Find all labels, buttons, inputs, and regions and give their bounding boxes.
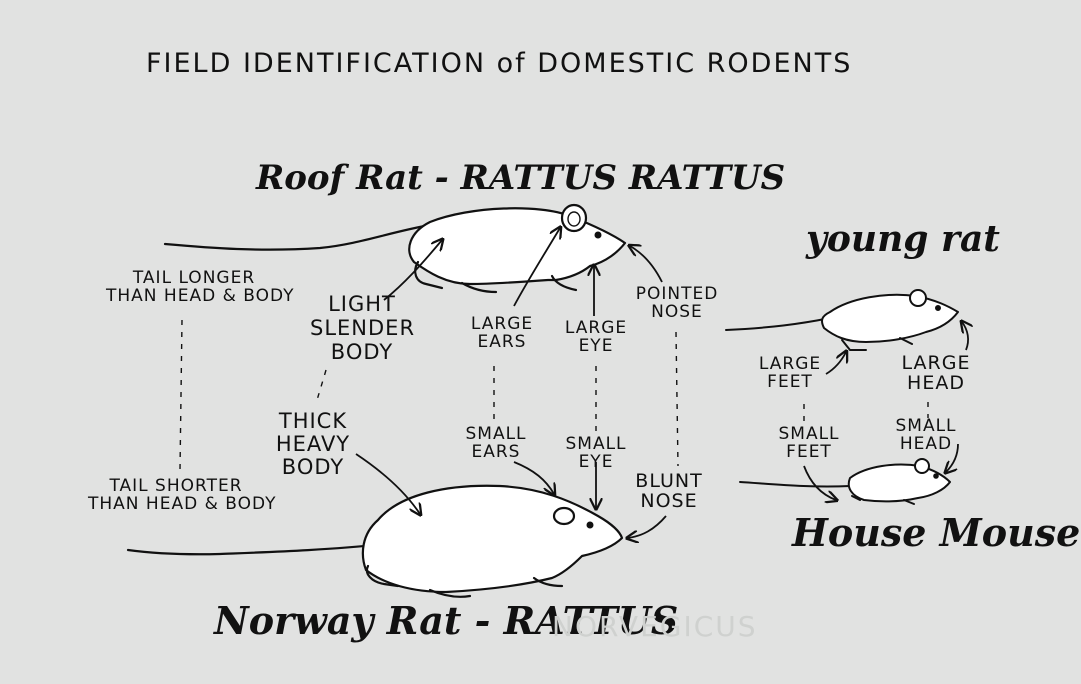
norway-rat-body	[361, 484, 624, 594]
label-pointed-nose: POINTED NOSE	[635, 284, 719, 322]
roof-rat-heading: Roof Rat - RATTUS RATTUS	[256, 158, 786, 198]
norway-rat-ear	[552, 506, 576, 526]
young-rat-body	[821, 293, 959, 343]
label-tail-longer: TAIL LONGER THAN HEAD & BODY	[106, 268, 295, 306]
young-rat-drawing	[725, 289, 959, 351]
house-mouse-body	[847, 463, 951, 503]
label-large-head: LARGE HEAD	[901, 352, 971, 394]
label-large-ears: LARGE EARS	[470, 314, 534, 352]
label-small-feet: SMALL FEET	[778, 424, 840, 462]
roof-rat-eye	[594, 231, 602, 239]
roof-rat-body	[408, 207, 627, 286]
annotation-arrows	[355, 228, 968, 538]
young-rat-heading: young rat	[806, 218, 1000, 260]
label-large-feet: LARGE FEET	[758, 354, 822, 392]
label-light-slender-body: LIGHT SLENDER BODY	[310, 292, 416, 365]
roof-rat-ear	[560, 203, 588, 233]
house-mouse-heading: House Mouse	[792, 510, 1081, 555]
label-tail-shorter: TAIL SHORTER THAN HEAD & BODY	[88, 476, 277, 514]
norway-rat-eye	[586, 521, 594, 529]
norway-rat-tail	[126, 542, 387, 556]
label-small-eye: SMALL EYE	[565, 434, 627, 472]
norway-rat-heading: Norway Rat - RATTUS	[214, 598, 679, 643]
roof-rat-tail	[163, 223, 432, 251]
norway-rat-drawing	[126, 484, 624, 598]
label-small-head: SMALL HEAD	[895, 416, 957, 454]
house-mouse-drawing	[739, 458, 951, 505]
label-blunt-nose: BLUNT NOSE	[635, 470, 703, 512]
norway-rat-heading-faded: NORVEGICUS	[552, 610, 758, 643]
house-mouse-tail	[739, 481, 851, 488]
roof-rat-drawing	[163, 203, 627, 294]
young-rat-tail	[725, 317, 831, 331]
label-thick-heavy-body: THICK HEAVY BODY	[275, 409, 351, 480]
dashed-connectors	[179, 319, 929, 471]
page-title: FIELD IDENTIFICATION of DOMESTIC RODENTS	[146, 48, 853, 79]
label-large-eye: LARGE EYE	[564, 318, 628, 356]
label-small-ears: SMALL EARS	[465, 424, 527, 462]
